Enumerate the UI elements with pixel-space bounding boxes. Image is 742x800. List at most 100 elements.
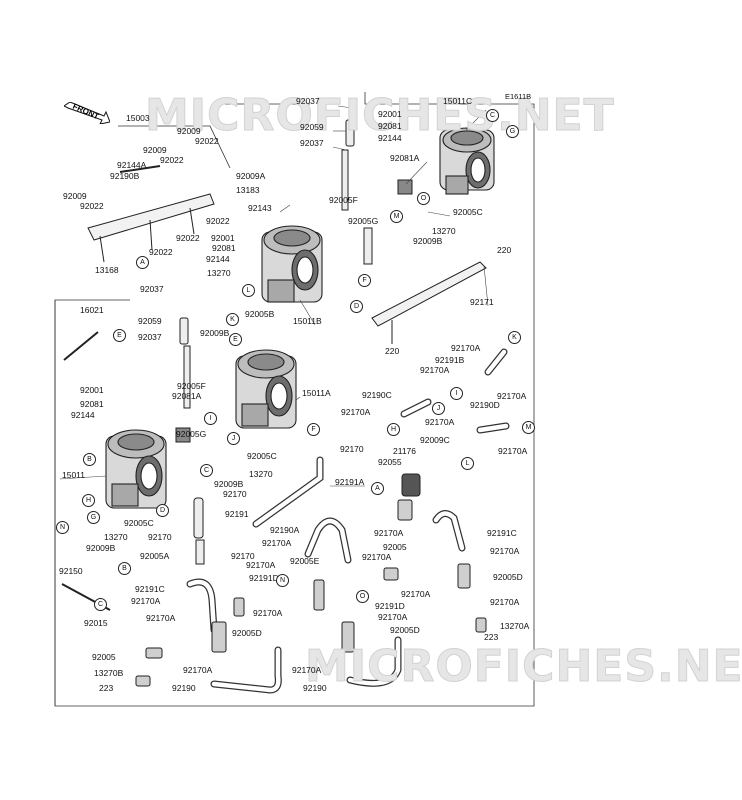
part-number-label: 92009B [200, 328, 230, 338]
part-number-label: 13270A [500, 621, 530, 631]
part-number-label: 92170A [131, 596, 161, 606]
part-number-label: 92170A [490, 597, 520, 607]
part-number-label: 92001 [80, 385, 104, 395]
part-number-label: 13270 [207, 268, 231, 278]
carburetor-15011c [439, 127, 495, 195]
part-number-label: 92170A [490, 546, 520, 556]
part-number-label: 92009B [86, 543, 116, 553]
part-number-label: 92081 [212, 243, 236, 253]
callout-circle: C [200, 464, 213, 477]
part-number-label: 92009B [214, 479, 244, 489]
part-number-label: 92144 [71, 410, 95, 420]
part-number-label: 92170A [246, 560, 276, 570]
part-number-label: 15003 [126, 113, 150, 123]
callout-circle: K [226, 313, 239, 326]
part-number-label: 92170 [340, 444, 364, 454]
fittings [61, 165, 487, 687]
part-number-label: 92005F [177, 381, 206, 391]
part-number-label: 92170A [425, 417, 455, 427]
part-number-label: 92170A [253, 608, 283, 618]
callout-circle: J [227, 432, 240, 445]
part-number-label: 92170A [420, 365, 450, 375]
part-number-label: 92022 [195, 136, 219, 146]
part-number-label: 92037 [300, 138, 324, 148]
part-number-label: 92037 [140, 284, 164, 294]
part-number-label: 15011 [62, 470, 86, 480]
callout-circle: L [461, 457, 474, 470]
part-number-label: 92001 [378, 109, 402, 119]
part-number-label: 92005D [493, 572, 523, 582]
part-number-label: 13168 [95, 265, 119, 275]
front-arrow: FRONT [63, 101, 111, 125]
part-number-label: 92170A [146, 613, 176, 623]
part-number-label: 92170A [378, 612, 408, 622]
part-number-label: 92015 [84, 618, 108, 628]
part-number-label: 220 [497, 245, 512, 255]
part-number-label: 92022 [149, 247, 173, 257]
carburetor-15011a [235, 349, 297, 429]
part-number-label: 92190D [470, 400, 500, 410]
part-number-label: 92037 [296, 96, 320, 106]
part-number-label: 92005B [245, 309, 275, 319]
callout-circle: F [358, 274, 371, 287]
part-number-label: 92191D [375, 601, 405, 611]
callout-circle: C [486, 109, 499, 122]
part-number-label: 92037 [138, 332, 162, 342]
part-number-label: 92170A [451, 343, 481, 353]
callout-circle: O [417, 192, 430, 205]
part-number-label: 13270 [432, 226, 456, 236]
part-number-label: 15011C [443, 96, 473, 106]
watermark-bottom: MICROFICHES.NET [305, 641, 742, 693]
part-number-label: 92005A [140, 551, 170, 561]
callout-circle: N [56, 521, 69, 534]
callout-circle: I [450, 387, 463, 400]
callout-circle: H [387, 423, 400, 436]
part-number-label: 92009 [177, 126, 201, 136]
callout-circle: M [522, 421, 535, 434]
part-number-label: 92005C [124, 518, 154, 528]
callout-circle: N [276, 574, 289, 587]
part-number-label: 92081 [80, 399, 104, 409]
callout-circle: E [229, 333, 242, 346]
callout-circle: L [242, 284, 255, 297]
part-number-label: 92055 [378, 457, 402, 467]
part-number-label: 92191D [249, 573, 279, 583]
part-number-label: 92150 [59, 566, 83, 576]
part-number-label: 92170A [497, 391, 527, 401]
part-number-label: 92170A [374, 528, 404, 538]
part-number-label: 223 [484, 632, 499, 642]
callout-circle: D [156, 504, 169, 517]
part-number-label: 92170 [148, 532, 172, 542]
part-number-label: 92005 [383, 542, 407, 552]
bracket-13168 [87, 193, 215, 263]
part-number-label: 92170 [223, 489, 247, 499]
part-number-label: 92170A [262, 538, 292, 548]
part-number-label: 92170A [292, 665, 322, 675]
part-number-label: 92022 [206, 216, 230, 226]
part-number-label: 92170 [231, 551, 255, 561]
callout-circle: F [307, 423, 320, 436]
part-number-label: 92005C [247, 451, 277, 461]
part-number-label: 13270 [249, 469, 273, 479]
part-number-label: 92191C [487, 528, 517, 538]
callout-circle: K [508, 331, 521, 344]
diagram-boundary [54, 92, 535, 707]
part-number-label: 13183 [236, 185, 260, 195]
part-number-label: 92009C [420, 435, 450, 445]
part-number-label: 92001 [211, 233, 235, 243]
callout-circle: A [371, 482, 384, 495]
part-number-label: 92059 [138, 316, 162, 326]
part-number-label: 92005C [453, 207, 483, 217]
callout-circle: B [118, 562, 131, 575]
callout-circle: G [87, 511, 100, 524]
part-number-label: 92009B [413, 236, 443, 246]
part-number-label: 92005E [290, 556, 320, 566]
part-number-label: 21176 [393, 446, 417, 456]
part-number-label: 92022 [80, 201, 104, 211]
part-number-label: 92191 [225, 509, 249, 519]
callout-circle: A [136, 256, 149, 269]
linkage-rods [175, 119, 413, 565]
callout-circle: M [390, 210, 403, 223]
part-number-label: 13270 [104, 532, 128, 542]
